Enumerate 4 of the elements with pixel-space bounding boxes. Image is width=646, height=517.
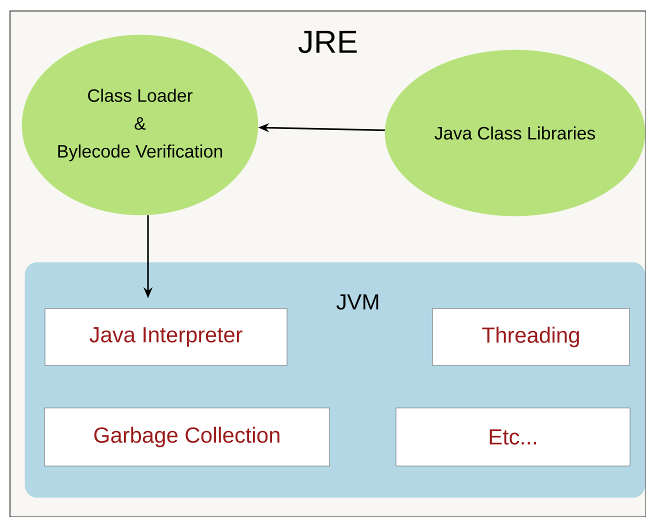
component-box: Threading — [432, 308, 630, 366]
component-box: Java Interpreter — [44, 308, 288, 366]
component-box: Etc... — [396, 408, 630, 466]
component-box: Garbage Collection — [44, 408, 330, 466]
